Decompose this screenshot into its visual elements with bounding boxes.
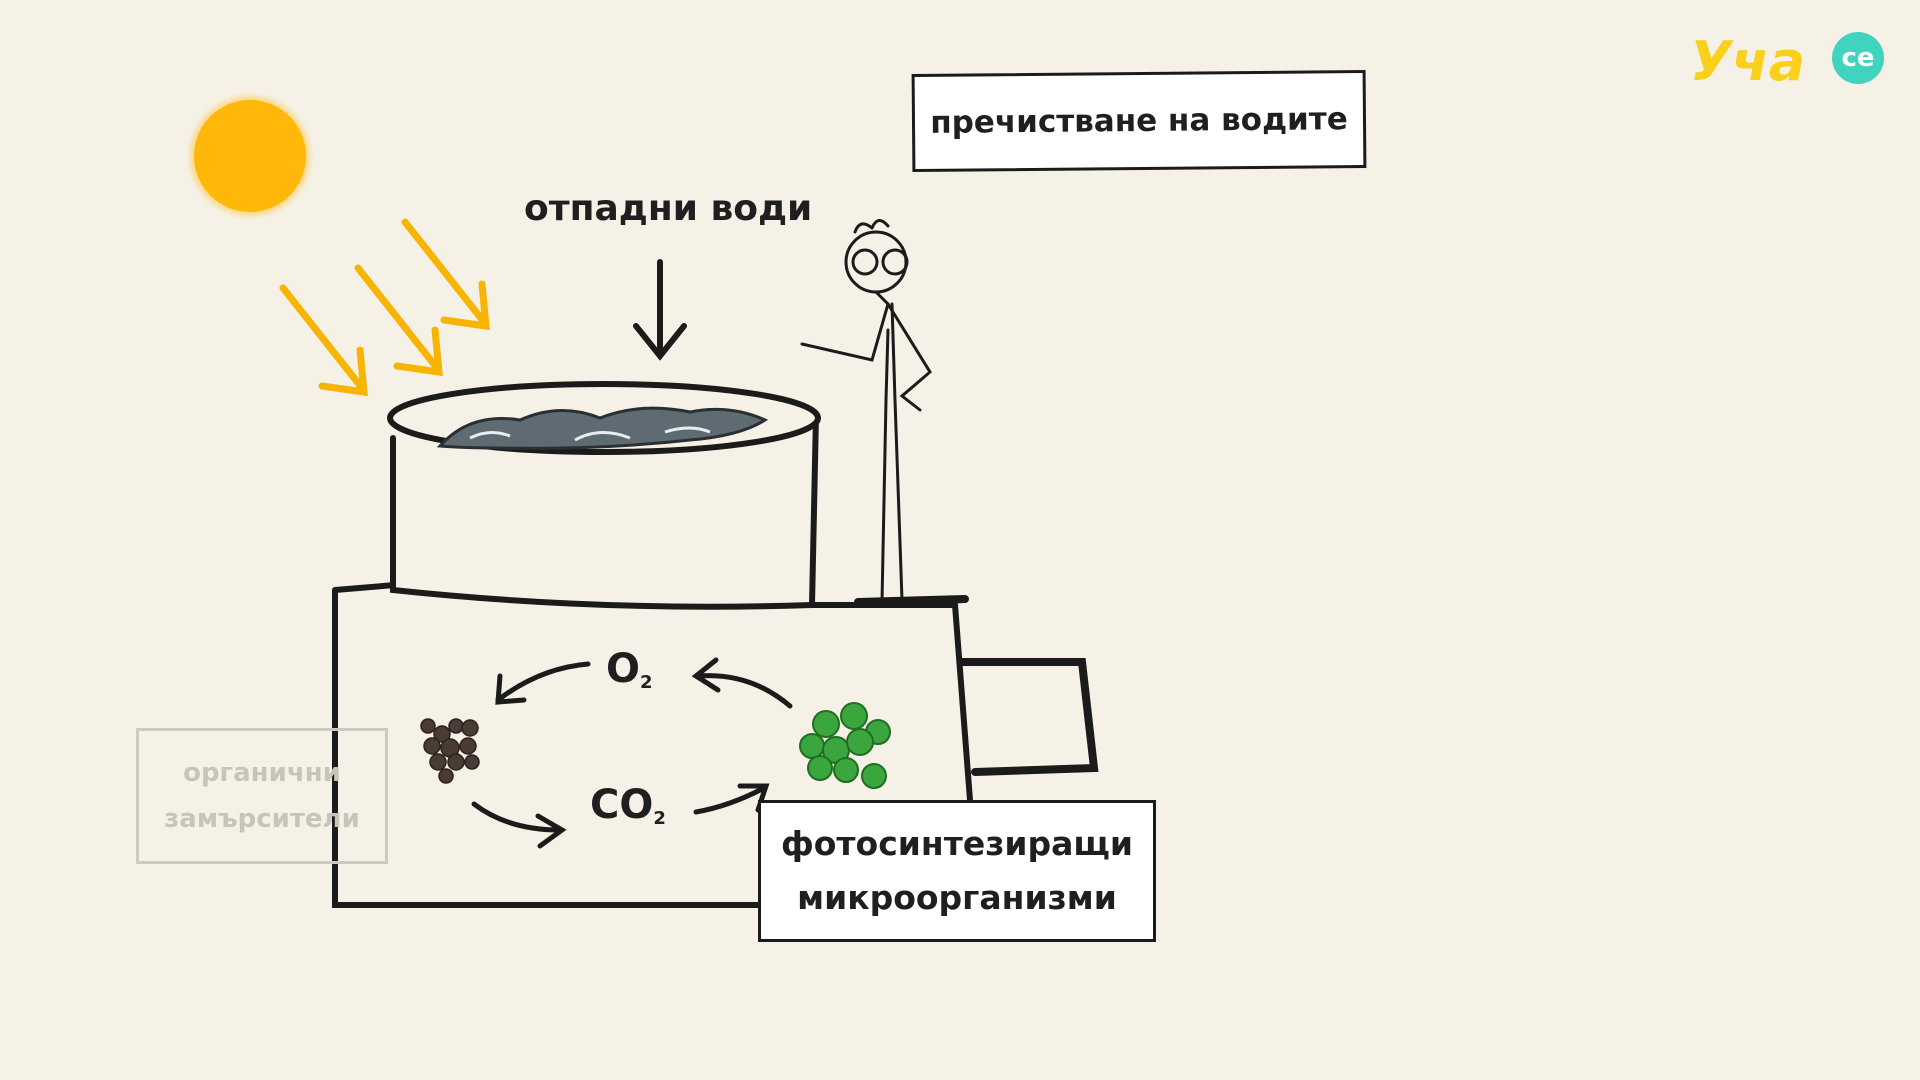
co2-to-microbes-arrow <box>693 785 767 815</box>
organic-pollutants-line-1: органични <box>183 758 341 788</box>
outlet-box <box>958 658 1099 776</box>
inflow-arrow-icon <box>633 259 687 361</box>
wastewater-label: отпадни води <box>524 188 813 229</box>
oxygen-label: O2 <box>606 646 653 693</box>
organic-particles-icon <box>420 718 480 784</box>
microorganisms-line-1: фотосинтезиращи <box>781 824 1133 863</box>
carbon-dioxide-label: CO2 <box>590 782 666 829</box>
organic-pollutants-box: органични замърсители <box>136 728 388 864</box>
upper-tank <box>387 381 821 610</box>
logo-badge: се <box>1832 32 1884 84</box>
scientist-figure <box>800 219 968 605</box>
microorganisms-line-2: микроорганизми <box>797 878 1117 917</box>
ucha-se-logo: Уча се <box>1690 22 1890 112</box>
microorganism-particles-icon <box>799 702 891 789</box>
microbes-to-o2-arrow <box>695 673 793 709</box>
logo-text: Уча <box>1690 30 1806 93</box>
title-text: пречистване на водите <box>930 101 1348 141</box>
wastewater-surface <box>436 406 769 450</box>
title-box: пречистване на водите <box>911 70 1367 172</box>
o2-to-pollutants-arrow <box>495 661 591 703</box>
cycle-arrows <box>471 657 793 849</box>
microorganisms-box: фотосинтезиращи микроорганизми <box>758 800 1156 942</box>
organic-pollutants-line-2: замърсители <box>164 804 360 834</box>
sun-rays-icon <box>279 218 490 397</box>
pollutants-to-co2-arrow <box>471 801 563 833</box>
